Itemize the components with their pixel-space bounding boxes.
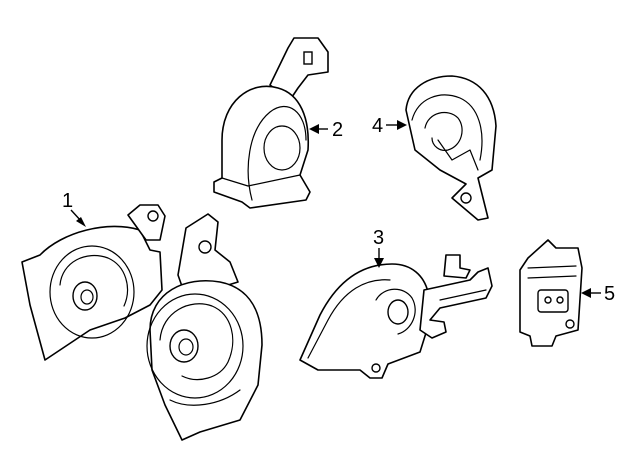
- part-4-horn-body: [405, 75, 497, 221]
- part-1-bracket-hole: [198, 240, 212, 254]
- part-1-front-rib: [169, 389, 241, 406]
- part-3-bracket-fold: [439, 289, 487, 301]
- part-5-pin-right: [556, 296, 564, 304]
- callout-1-label: 1: [62, 190, 73, 212]
- part-2-connector: [269, 37, 329, 101]
- part-4-horn[interactable]: [405, 75, 497, 221]
- part-2-horn-face: [247, 106, 307, 201]
- part-1-rear-center-inner: [80, 289, 94, 305]
- part-5-mount-hole: [565, 319, 575, 329]
- part-3-bracket-arm: [419, 267, 493, 339]
- part-2-connector-slot: [303, 51, 313, 65]
- part-1-front-spiral: [159, 303, 234, 381]
- part-4-horn-spiral: [424, 111, 463, 151]
- callout-2-arrow: [309, 124, 319, 134]
- part-1-rear-tab-hole: [147, 210, 159, 222]
- part-3-horn-spiral: [375, 288, 416, 335]
- part-4-mount-hole: [460, 192, 472, 204]
- callout-4-arrow: [397, 120, 407, 130]
- callout-3-label: 3: [373, 227, 384, 249]
- part-3-horn-center: [387, 299, 409, 325]
- callout-1-arrow: [76, 217, 86, 227]
- callout-1: 1: [62, 190, 86, 227]
- part-1-rear-spiral-outer: [49, 245, 135, 339]
- part-4-horn-face: [411, 94, 483, 161]
- part-5-bracket-flange: [527, 265, 577, 279]
- part-1-rear-spiral: [59, 254, 129, 307]
- part-5-pin-left: [544, 296, 552, 304]
- callout-2-label: 2: [332, 119, 343, 141]
- callout-5-arrow: [581, 288, 591, 298]
- part-3-bracket-tab: [443, 254, 471, 279]
- part-3-horn-body: [299, 263, 431, 379]
- part-2-horn-body: [213, 85, 311, 209]
- part-5-connector-port: [537, 289, 569, 313]
- part-1-front-center: [169, 329, 199, 363]
- part-2-horn-spiral: [263, 125, 301, 171]
- callout-4-label: 4: [372, 115, 383, 137]
- callout-5: 5: [581, 283, 615, 305]
- part-1-front-spiral-outer: [146, 293, 244, 399]
- callout-5-label: 5: [604, 283, 615, 305]
- part-1-front-horn-body: [149, 280, 263, 441]
- part-1-dual-horn[interactable]: [21, 204, 263, 441]
- part-3-horn[interactable]: [299, 254, 493, 379]
- part-5-bracket[interactable]: [519, 239, 583, 347]
- part-3-horn-rim: [307, 279, 391, 359]
- part-1-front-center-inner: [178, 338, 194, 356]
- part-4-horn-inner: [437, 139, 479, 171]
- callout-2: 2: [309, 119, 343, 141]
- callout-3-arrow: [374, 258, 384, 268]
- part-2-horn-edge: [221, 174, 301, 187]
- callout-4: 4: [372, 115, 407, 137]
- callout-3: 3: [373, 227, 384, 268]
- part-2-horn[interactable]: [213, 37, 329, 209]
- part-3-mount-hole: [371, 363, 381, 373]
